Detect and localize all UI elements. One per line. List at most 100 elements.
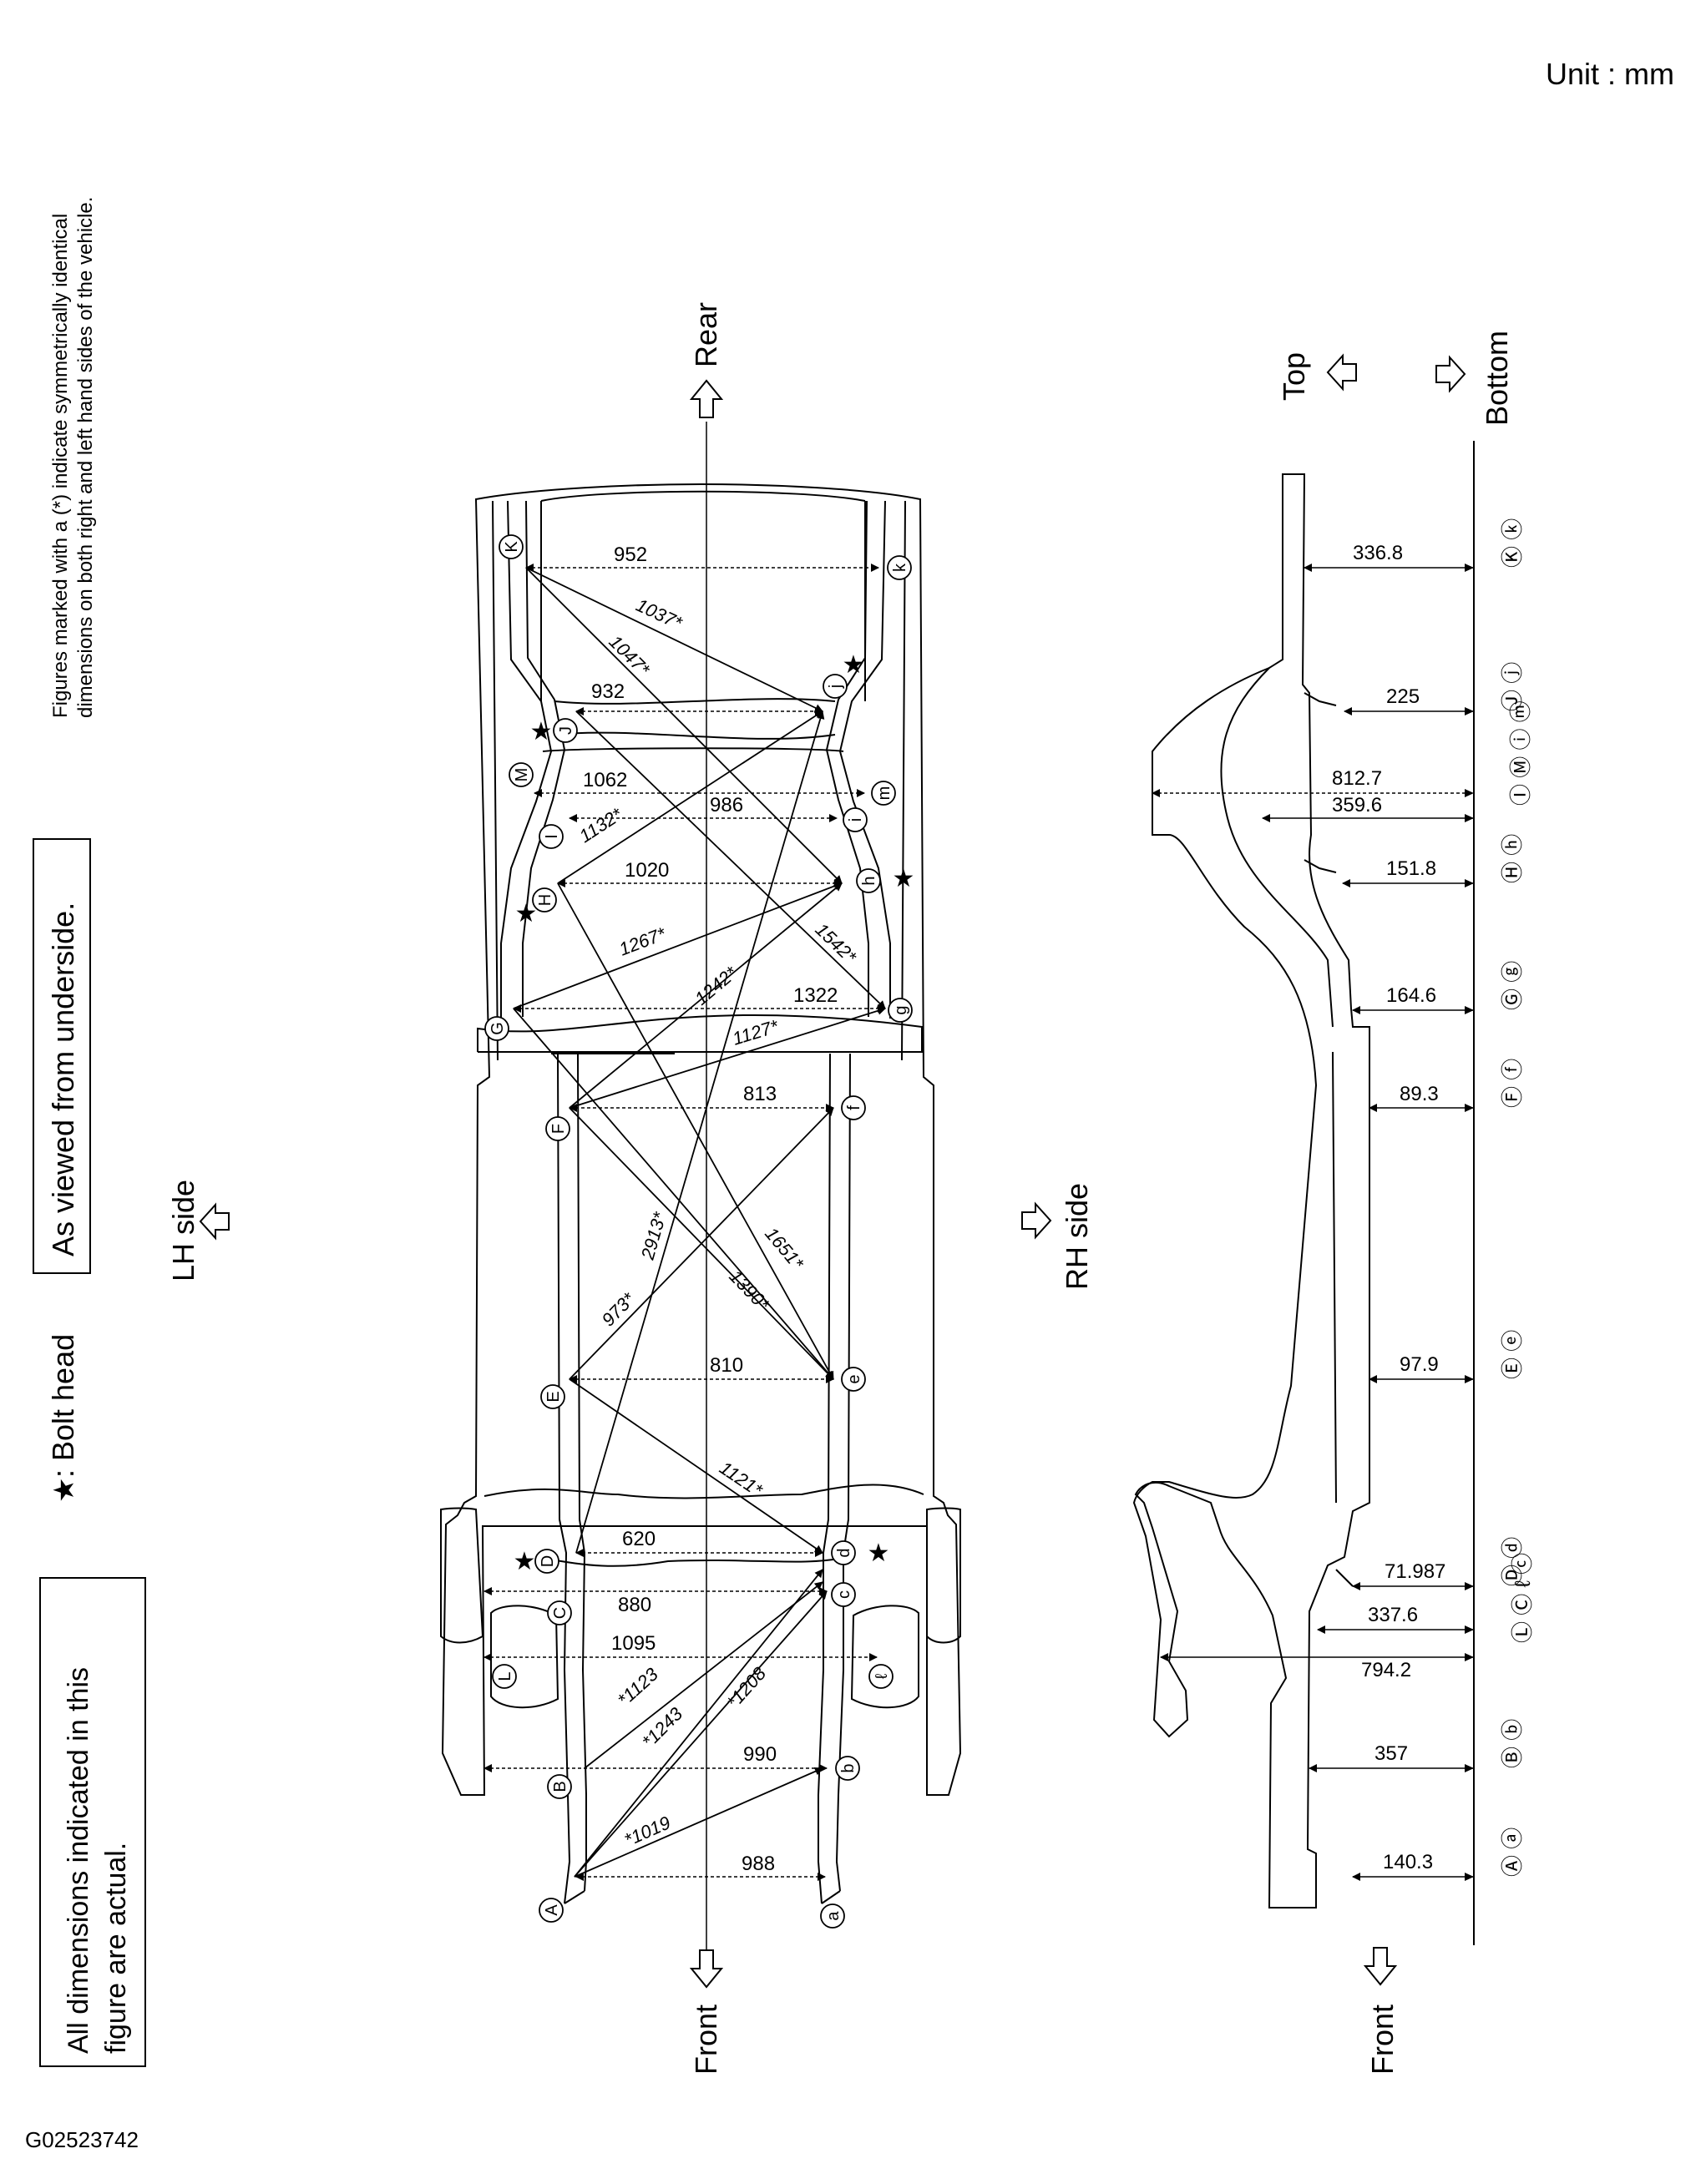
point-marker-D — [534, 1549, 559, 1574]
point-marker-G — [484, 1016, 509, 1041]
actual-note-line2: figure are actual. — [100, 1843, 132, 2054]
point-label-d: d — [835, 1548, 853, 1557]
side-value-i: 359.6 — [1332, 794, 1382, 816]
point-label-I: I — [543, 834, 561, 839]
point-label-H: H — [536, 894, 554, 906]
rear-label: Rear — [689, 302, 723, 367]
width-c: 880 — [618, 1594, 651, 1616]
side-value-a: 140.3 — [1383, 1851, 1433, 1873]
diag-h-e — [557, 882, 834, 1380]
width-g: 1322 — [793, 984, 838, 1007]
point-label-A: A — [543, 1904, 561, 1916]
point-label-m: m — [875, 786, 894, 801]
point-label-b: b — [839, 1763, 858, 1772]
lh-side-label: LH side — [166, 1180, 200, 1282]
front-left-rail-inner — [577, 1053, 587, 1892]
bolt-star-icon: ★ — [515, 900, 538, 928]
rear-crossmember — [542, 698, 844, 752]
width-f: 813 — [743, 1083, 777, 1105]
bottom-label: Bottom — [1480, 331, 1514, 426]
side-value-f: 89.3 — [1400, 1083, 1439, 1105]
diag-j-h — [557, 710, 823, 884]
diag-label-b-c: *1208 — [722, 1662, 771, 1712]
point-label-l: ℓ — [873, 1673, 891, 1679]
front-right-rail — [835, 1053, 851, 1892]
point-marker-F — [545, 1116, 570, 1141]
side-value-l: 794.2 — [1361, 1659, 1411, 1681]
rear-body-outline — [441, 483, 962, 1796]
side-values: 336.8 225 812.7 359.6 151.8 164.6 89.3 9… — [1332, 542, 1445, 1873]
diagonal-dimensions — [513, 567, 886, 1878]
front-left-rail — [557, 1053, 571, 1904]
point-marker-E — [540, 1384, 565, 1409]
side-profile-outline — [1132, 473, 1370, 1908]
width-j: 932 — [591, 680, 625, 703]
bolt-star-icon: ★ — [893, 865, 915, 892]
diag-label-h-e: 1390* — [725, 1266, 774, 1316]
point-marker-L — [492, 1664, 517, 1689]
point-marker-J — [553, 718, 578, 743]
diag-label-g-e: 1651* — [761, 1223, 808, 1274]
side-value-e: 97.9 — [1400, 1353, 1439, 1376]
point-label-C: C — [551, 1607, 570, 1619]
width-h: 1020 — [625, 859, 669, 882]
point-label-D: D — [539, 1555, 557, 1567]
side-label-f: Ⓕ ⓕ — [1500, 1059, 1525, 1108]
point-label-h: h — [860, 876, 878, 885]
side-label-j: Ⓙ ⓙ — [1500, 662, 1525, 711]
side-value-m: 812.7 — [1332, 767, 1382, 790]
diag-label-e-f: 973* — [598, 1288, 640, 1331]
bolt-star-icon: ★ — [843, 651, 865, 679]
point-marker-H — [532, 887, 557, 913]
width-k: 952 — [614, 543, 647, 566]
bolt-head-legend: : Bolt head — [46, 1334, 80, 1478]
point-label-a: a — [824, 1911, 843, 1921]
width-a: 988 — [742, 1853, 775, 1875]
diag-label-j-h: 1132* — [575, 803, 627, 847]
side-label-e: Ⓔ ⓔ — [1500, 1330, 1525, 1379]
point-markers: K k j J M m I i H h G g F f E e D d C c … — [484, 534, 913, 1929]
side-label-im: Ⓘ Ⓜ ⓘ ⓜ — [1508, 700, 1533, 806]
side-rail-inner — [1220, 667, 1337, 1504]
point-marker-h — [856, 868, 881, 893]
bottom-arrow-icon — [1435, 355, 1466, 393]
notes-block: Figures marked with a (*) indicate symme… — [33, 197, 146, 2067]
point-label-k: k — [891, 563, 909, 572]
front-crossmember — [483, 1484, 924, 1567]
point-marker-b — [835, 1756, 860, 1781]
width-e: 810 — [710, 1354, 743, 1377]
point-label-j: j — [827, 685, 845, 689]
point-label-B: B — [551, 1781, 570, 1792]
width-dimensions: 952 932 1062 986 1020 1322 813 810 620 8… — [483, 543, 886, 1881]
point-label-f: f — [845, 1105, 863, 1110]
point-label-e: e — [845, 1374, 863, 1383]
point-marker-k — [887, 555, 912, 580]
diag-g-e — [513, 1008, 834, 1380]
point-marker-e — [841, 1367, 866, 1392]
side-value-c: 337.6 — [1368, 1604, 1418, 1626]
actual-note-line1: All dimensions indicated in this — [63, 1667, 94, 2054]
side-bracket-h — [1304, 859, 1337, 873]
diag-label-d-j: 2913* — [636, 1209, 671, 1263]
front-end-closure — [564, 1890, 841, 1904]
point-marker-M — [509, 762, 534, 787]
left-strut-tower — [490, 1605, 559, 1709]
view-note-box — [33, 838, 91, 1274]
diag-g-h — [513, 882, 843, 1009]
side-label-d: Ⓓ ⓓ — [1500, 1537, 1525, 1586]
diag-label-k-j: 1037* — [633, 594, 686, 634]
bolt-star-icon: ★ — [48, 1478, 80, 1503]
diag-f-h — [569, 882, 843, 1109]
direction-labels: LH side RH side Rear Front Top Bottom Fr… — [166, 302, 1514, 2075]
point-label-K: K — [503, 541, 521, 553]
point-marker-l — [868, 1664, 894, 1689]
side-label-a: Ⓐ ⓐ — [1500, 1828, 1525, 1877]
side-dimensions — [1152, 564, 1474, 1881]
side-label-k: Ⓚ ⓚ — [1500, 518, 1525, 568]
point-label-F: F — [549, 1124, 568, 1134]
diag-a-c — [574, 1590, 828, 1878]
view-note: As viewed from underside. — [46, 902, 80, 1256]
point-marker-a — [820, 1903, 845, 1929]
figure-code: G02523742 — [25, 2127, 139, 2152]
front-label: Front — [689, 2005, 723, 2075]
